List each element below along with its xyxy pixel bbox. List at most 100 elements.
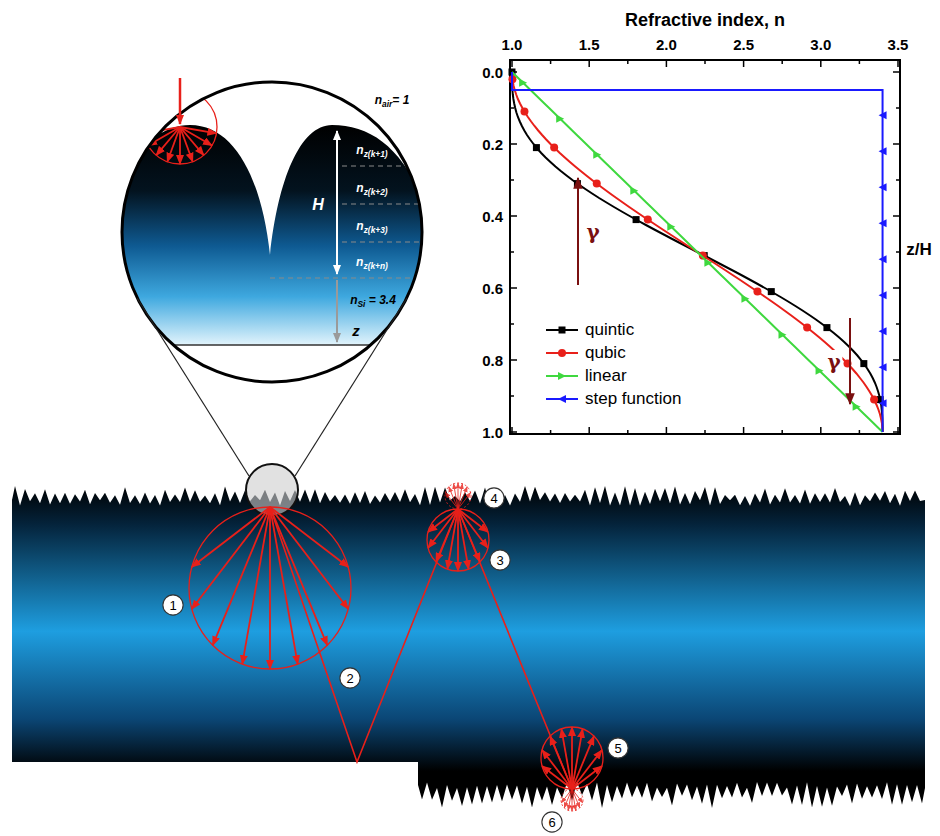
data-marker [633,216,640,223]
data-marker [593,180,601,188]
zoom-leader [295,298,407,476]
tick-mark [510,431,517,433]
tick-mark [704,430,706,434]
tick-mark [550,430,552,434]
profile-curve [512,72,883,432]
scatter-circle [189,507,351,669]
scattered-ray [561,789,572,803]
scattered-ray [428,509,458,532]
data-marker [803,324,811,332]
tick-label: 2.0 [656,36,677,53]
tick-label: 3.5 [888,36,909,53]
gamma-label: γ [825,350,842,374]
tick-mark [859,60,861,64]
data-marker [768,288,775,295]
tick-mark [896,179,900,181]
scattered-ray [542,750,572,789]
tick-label: 1.5 [579,36,600,53]
data-marker [519,79,527,87]
tick-label: 0.6 [482,280,503,297]
gamma-arrow [849,318,851,404]
scattered-ray [458,509,480,562]
zoom-ground [100,70,450,400]
callout-number: 6 [541,811,563,833]
callout-text: 6 [548,815,555,830]
scattered-ray [572,729,583,789]
tick-mark [510,215,517,217]
subscript: z(k+3) [364,225,388,235]
substrate-band [100,255,450,345]
legend-text: linear [585,366,627,386]
scattered-ray [458,509,488,548]
tick-label: 2.5 [733,36,754,53]
data-marker [556,115,564,123]
scattered-ray [269,507,271,669]
tick-label: 0.0 [482,64,503,81]
tick-mark [627,430,629,434]
data-marker [550,144,558,152]
tick-mark [896,251,900,253]
scattered-ray [242,507,270,664]
tick-mark [588,427,590,434]
scattered-ray [561,729,572,789]
subscript: z(k+2) [364,187,388,197]
subscript: air [382,99,392,109]
scattered-ray [270,507,327,645]
profile-curve [512,72,883,432]
scattered-ray [270,507,298,664]
layer-label: nz(k+3) [356,219,387,233]
tick-label: 0.4 [482,208,503,225]
scattered-ray [213,507,270,645]
scattered-ray [458,487,467,509]
tick-label: 1.0 [502,36,523,53]
scattered-ray [270,507,348,609]
scatter-circle [427,509,489,571]
tick-label: 3.0 [810,36,831,53]
tick-mark [510,143,517,145]
callout-text: 1 [169,598,176,613]
data-marker [879,255,887,263]
scattered-ray [179,127,181,164]
data-marker [704,259,712,267]
scatter-circle [561,789,583,811]
tick-mark [893,287,900,289]
slab-body [12,486,925,808]
callout-number: 4 [483,487,505,509]
gamma-arrow [577,178,579,285]
callout-text: 4 [490,491,497,506]
tick-mark [893,71,900,73]
data-marker [558,349,566,357]
tick-mark [550,60,552,64]
scattered-ray [192,507,270,567]
tick-mark [510,395,514,397]
callout-outline [484,488,504,508]
scattered-ray [447,509,458,569]
data-marker [741,295,749,303]
callout-number: 5 [607,737,629,759]
scattered-ray [571,727,573,789]
height-label: H [312,196,324,214]
tick-mark [510,323,514,325]
scattered-ray [550,736,572,789]
data-marker [559,327,566,334]
data-marker [630,187,638,195]
tick-mark [704,60,706,64]
data-marker [879,219,887,227]
scattered-ray [458,484,462,509]
scatter-circle [445,483,471,509]
callout-text: 3 [496,553,503,568]
tick-mark [588,60,590,67]
data-marker [879,363,887,371]
legend-text: qubic [585,343,626,363]
subscript: z(k+n) [363,261,387,271]
scattered-ray [457,509,459,571]
z-axis-arrow [336,280,338,342]
scattered-ray [428,509,458,548]
refractive-index-chart [508,60,900,434]
layer-line [270,278,430,279]
tick-label: 0.2 [482,136,503,153]
tick-mark [627,60,629,64]
axis-title: z/H [906,240,932,260]
scattered-ray [458,509,469,569]
tick-mark [743,427,745,434]
